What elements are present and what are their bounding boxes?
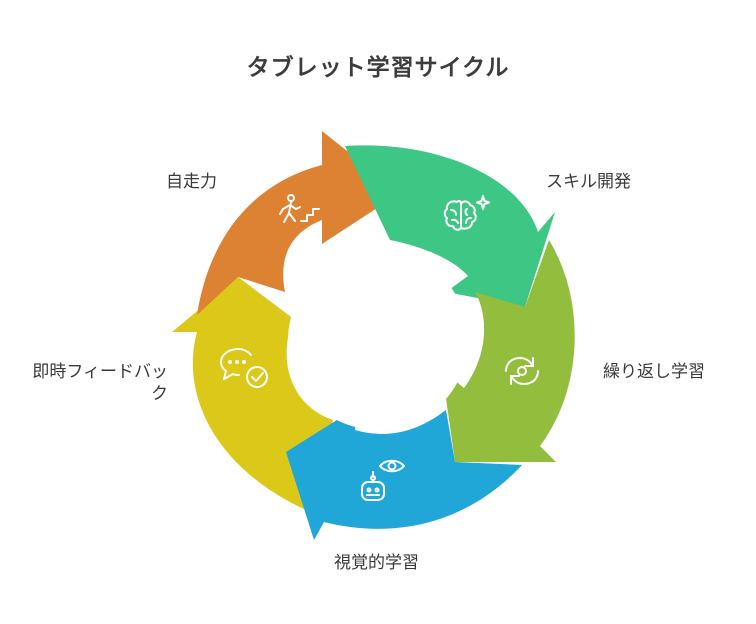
segment-repeat bbox=[442, 240, 575, 462]
chat-check-icon bbox=[220, 348, 268, 388]
step-label-skill: スキル開発 bbox=[546, 172, 631, 192]
robot-eye-icon bbox=[361, 459, 405, 501]
refresh-cycle-icon bbox=[505, 357, 539, 385]
cycle-center bbox=[288, 250, 468, 430]
segment-self bbox=[197, 131, 400, 315]
person-climbing-stairs-icon bbox=[279, 194, 320, 223]
step-label-self: 自走力 bbox=[166, 172, 217, 192]
diagram-title: タブレット学習サイクル bbox=[246, 55, 510, 81]
step-label-visual: 視覚的学習 bbox=[334, 553, 419, 573]
brain-sparkle-icon bbox=[443, 195, 490, 231]
segment-visual bbox=[286, 408, 522, 540]
step-label-feedback: 即時フィードバック bbox=[32, 362, 168, 404]
step-label-repeat: 繰り返し学習 bbox=[603, 362, 705, 382]
